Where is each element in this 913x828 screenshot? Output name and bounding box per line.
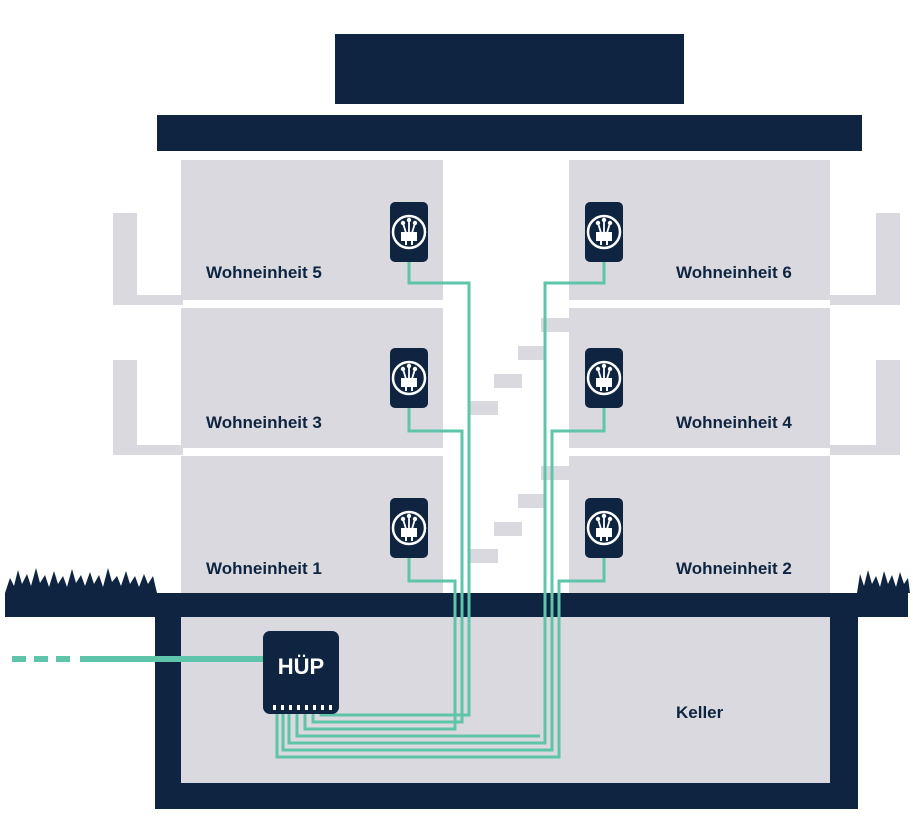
staircase (470, 318, 569, 563)
balcony-railings-left (113, 213, 183, 455)
fiber-cables (275, 262, 606, 759)
fiber-outlet-icon (585, 202, 623, 262)
fiber-outlet-icon (585, 498, 623, 558)
fiber-outlet-icon (390, 202, 428, 262)
grass-right-icon (857, 570, 910, 593)
basement-label: Keller (676, 703, 724, 722)
hup-box: HÜP (263, 631, 339, 714)
unit-label-3: Wohneinheit 3 (206, 413, 322, 432)
fiber-outlet-icon (390, 348, 428, 408)
fiber-outlet-icon (585, 348, 623, 408)
unit-label-2: Wohneinheit 2 (676, 559, 792, 578)
roof-beam (157, 115, 862, 151)
roof-chimney (335, 34, 684, 104)
unit-label-6: Wohneinheit 6 (676, 263, 792, 282)
balcony-railings-right (830, 213, 900, 455)
unit-label-1: Wohneinheit 1 (206, 559, 322, 578)
unit-label-4: Wohneinheit 4 (676, 413, 792, 432)
fiber-outlet-icon (390, 498, 428, 558)
unit-label-5: Wohneinheit 5 (206, 263, 322, 282)
grass-left-icon (5, 568, 157, 593)
hup-label: HÜP (278, 654, 324, 679)
